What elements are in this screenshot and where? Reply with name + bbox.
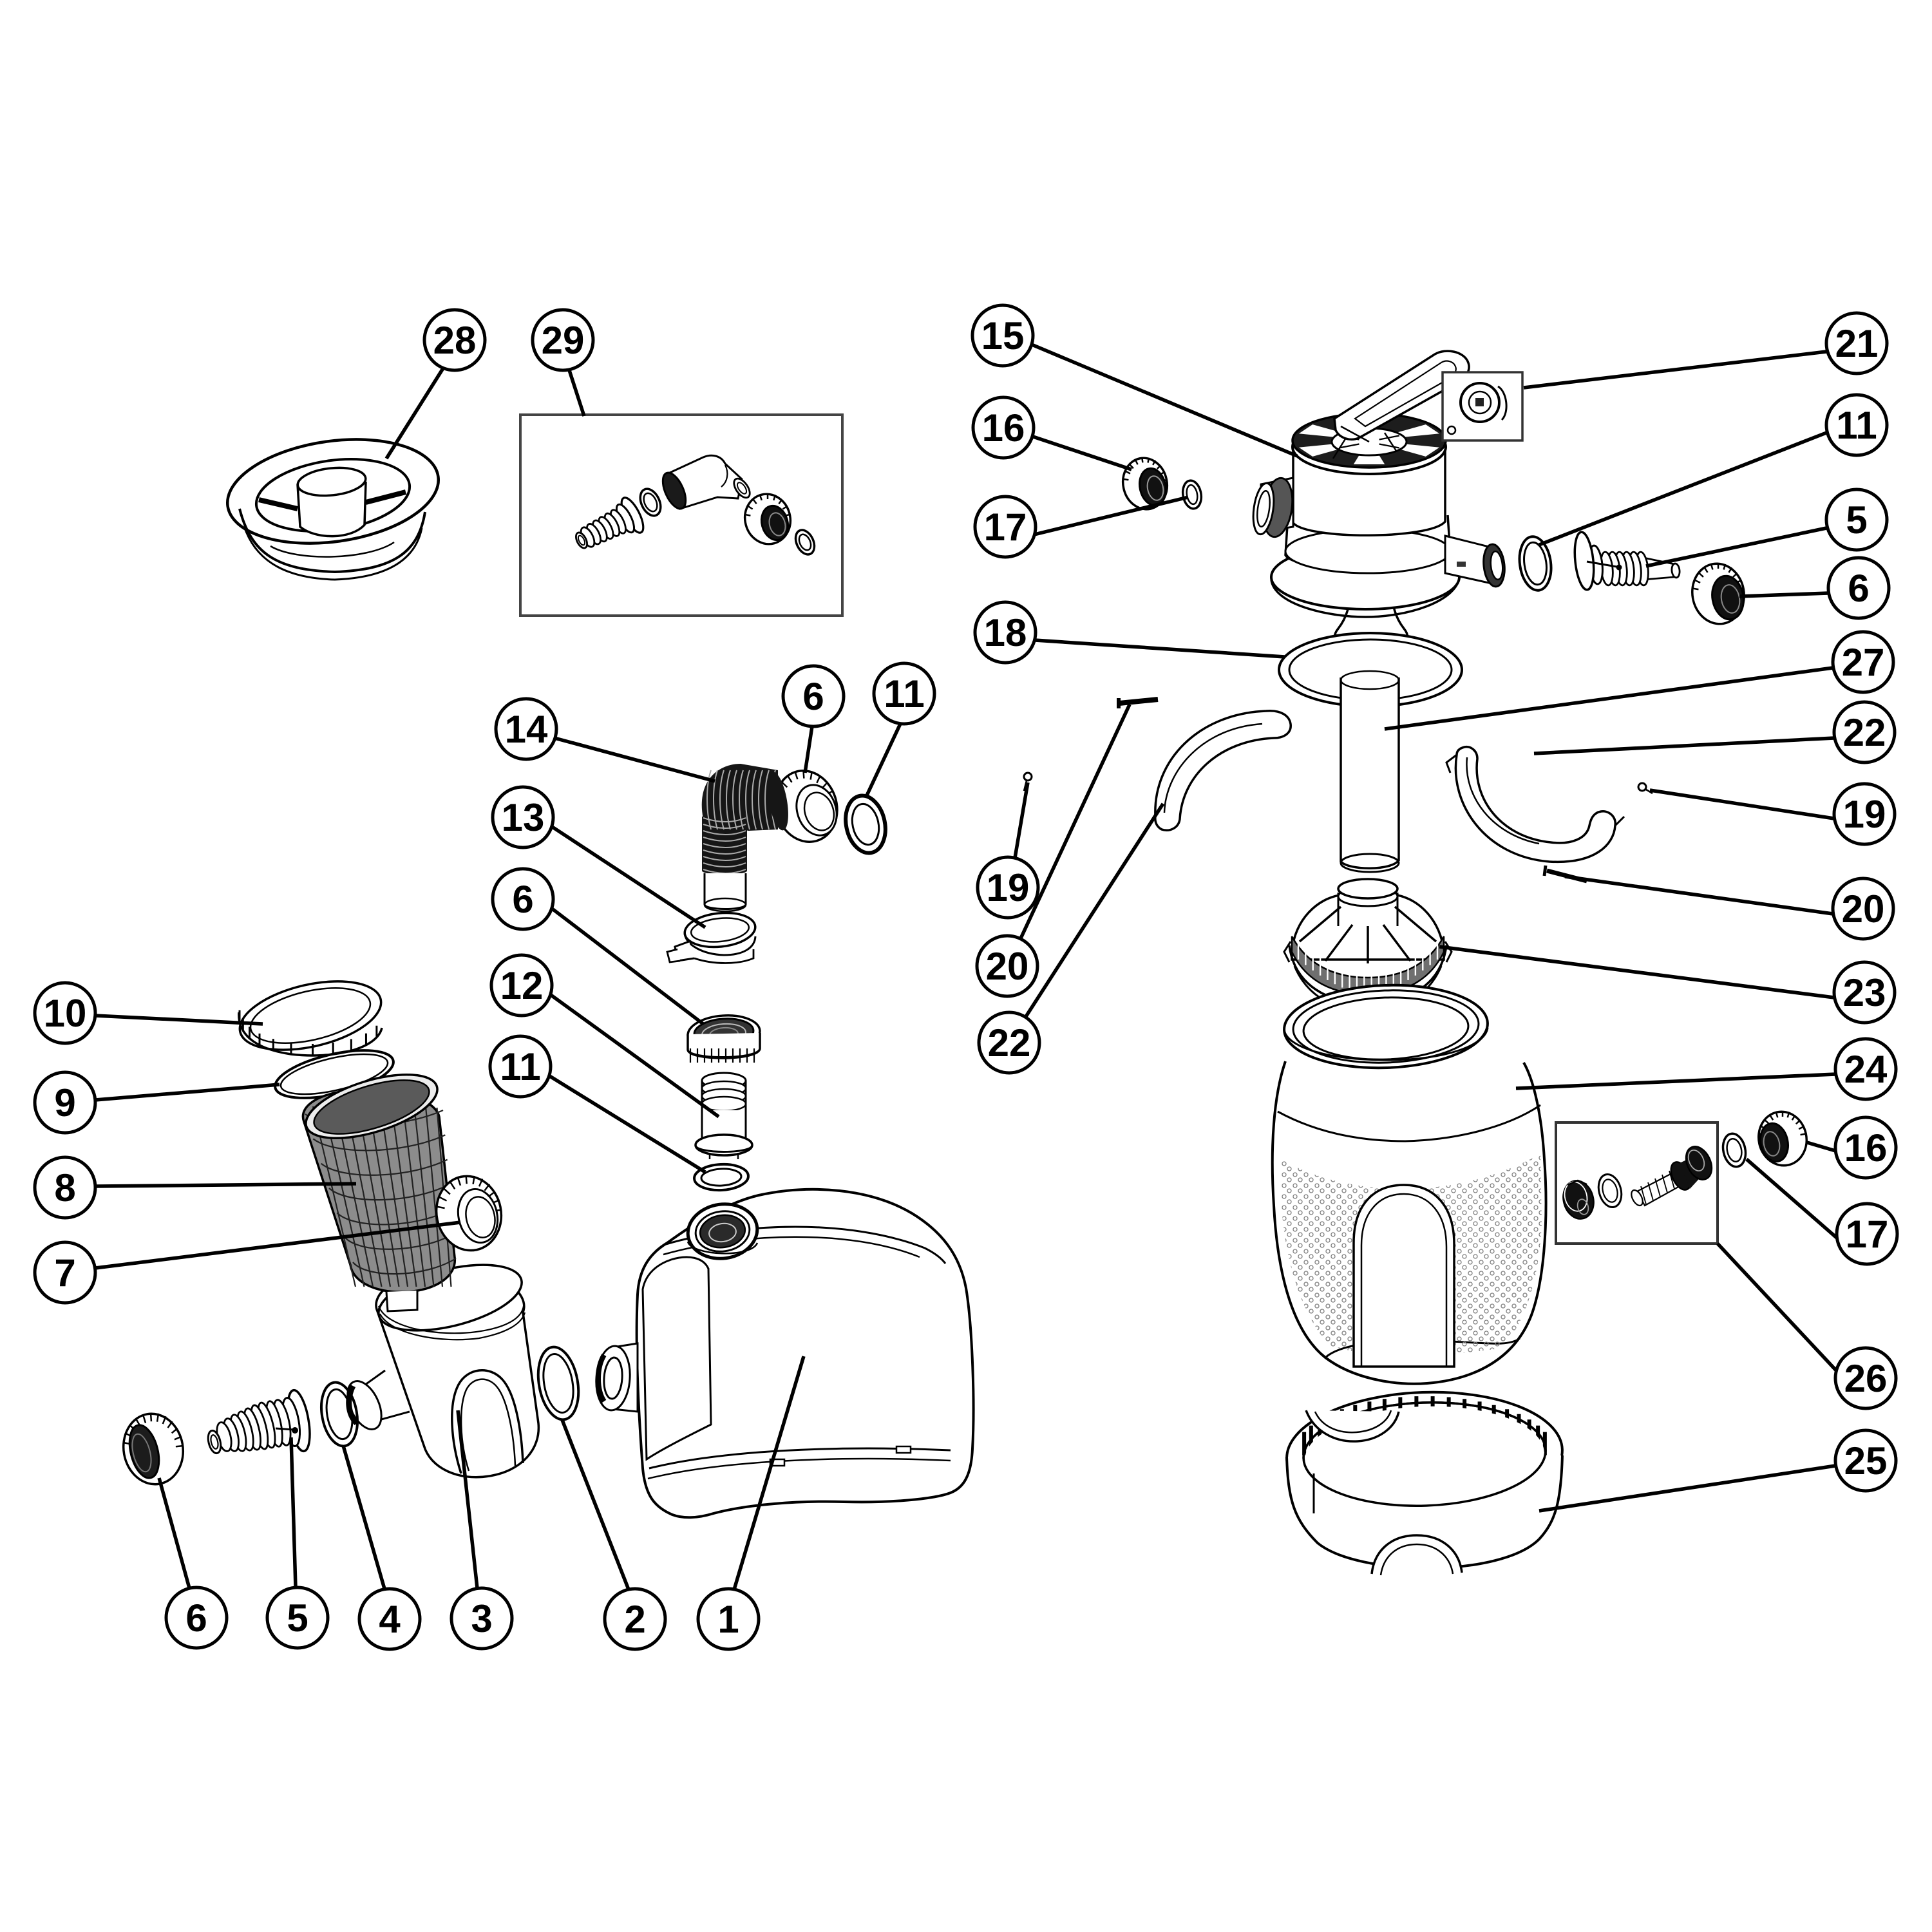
svg-text:16: 16: [982, 406, 1025, 450]
svg-text:22: 22: [988, 1021, 1031, 1065]
svg-text:4: 4: [379, 1598, 401, 1641]
svg-text:23: 23: [1843, 971, 1886, 1014]
svg-text:9: 9: [54, 1081, 75, 1124]
svg-text:10: 10: [44, 992, 87, 1035]
svg-text:8: 8: [54, 1166, 75, 1209]
svg-text:29: 29: [542, 319, 585, 362]
svg-text:14: 14: [505, 708, 548, 751]
svg-text:11: 11: [1836, 404, 1877, 447]
svg-text:1: 1: [717, 1598, 739, 1641]
svg-text:12: 12: [500, 964, 544, 1007]
svg-text:6: 6: [1848, 567, 1869, 610]
svg-text:20: 20: [986, 945, 1029, 988]
svg-text:17: 17: [984, 506, 1027, 549]
svg-text:3: 3: [471, 1597, 492, 1640]
svg-text:25: 25: [1844, 1439, 1888, 1482]
svg-text:26: 26: [1844, 1357, 1888, 1400]
svg-text:11: 11: [884, 672, 924, 715]
svg-text:20: 20: [1842, 887, 1885, 931]
svg-text:15: 15: [981, 314, 1025, 357]
svg-text:21: 21: [1835, 322, 1879, 365]
svg-text:6: 6: [185, 1596, 207, 1640]
svg-text:5: 5: [1846, 498, 1867, 542]
svg-text:2: 2: [624, 1598, 645, 1641]
svg-text:6: 6: [802, 675, 824, 718]
svg-text:11: 11: [500, 1045, 540, 1088]
svg-text:19: 19: [1843, 793, 1886, 836]
svg-text:27: 27: [1842, 641, 1885, 684]
svg-text:28: 28: [433, 319, 477, 362]
svg-text:19: 19: [987, 866, 1030, 909]
svg-text:13: 13: [502, 796, 545, 839]
svg-text:24: 24: [1844, 1048, 1888, 1091]
svg-text:17: 17: [1846, 1213, 1889, 1256]
svg-text:16: 16: [1844, 1126, 1888, 1170]
svg-text:6: 6: [512, 878, 533, 921]
svg-text:7: 7: [54, 1251, 75, 1294]
svg-text:18: 18: [984, 611, 1027, 654]
svg-text:22: 22: [1843, 711, 1886, 754]
svg-text:5: 5: [287, 1596, 308, 1640]
